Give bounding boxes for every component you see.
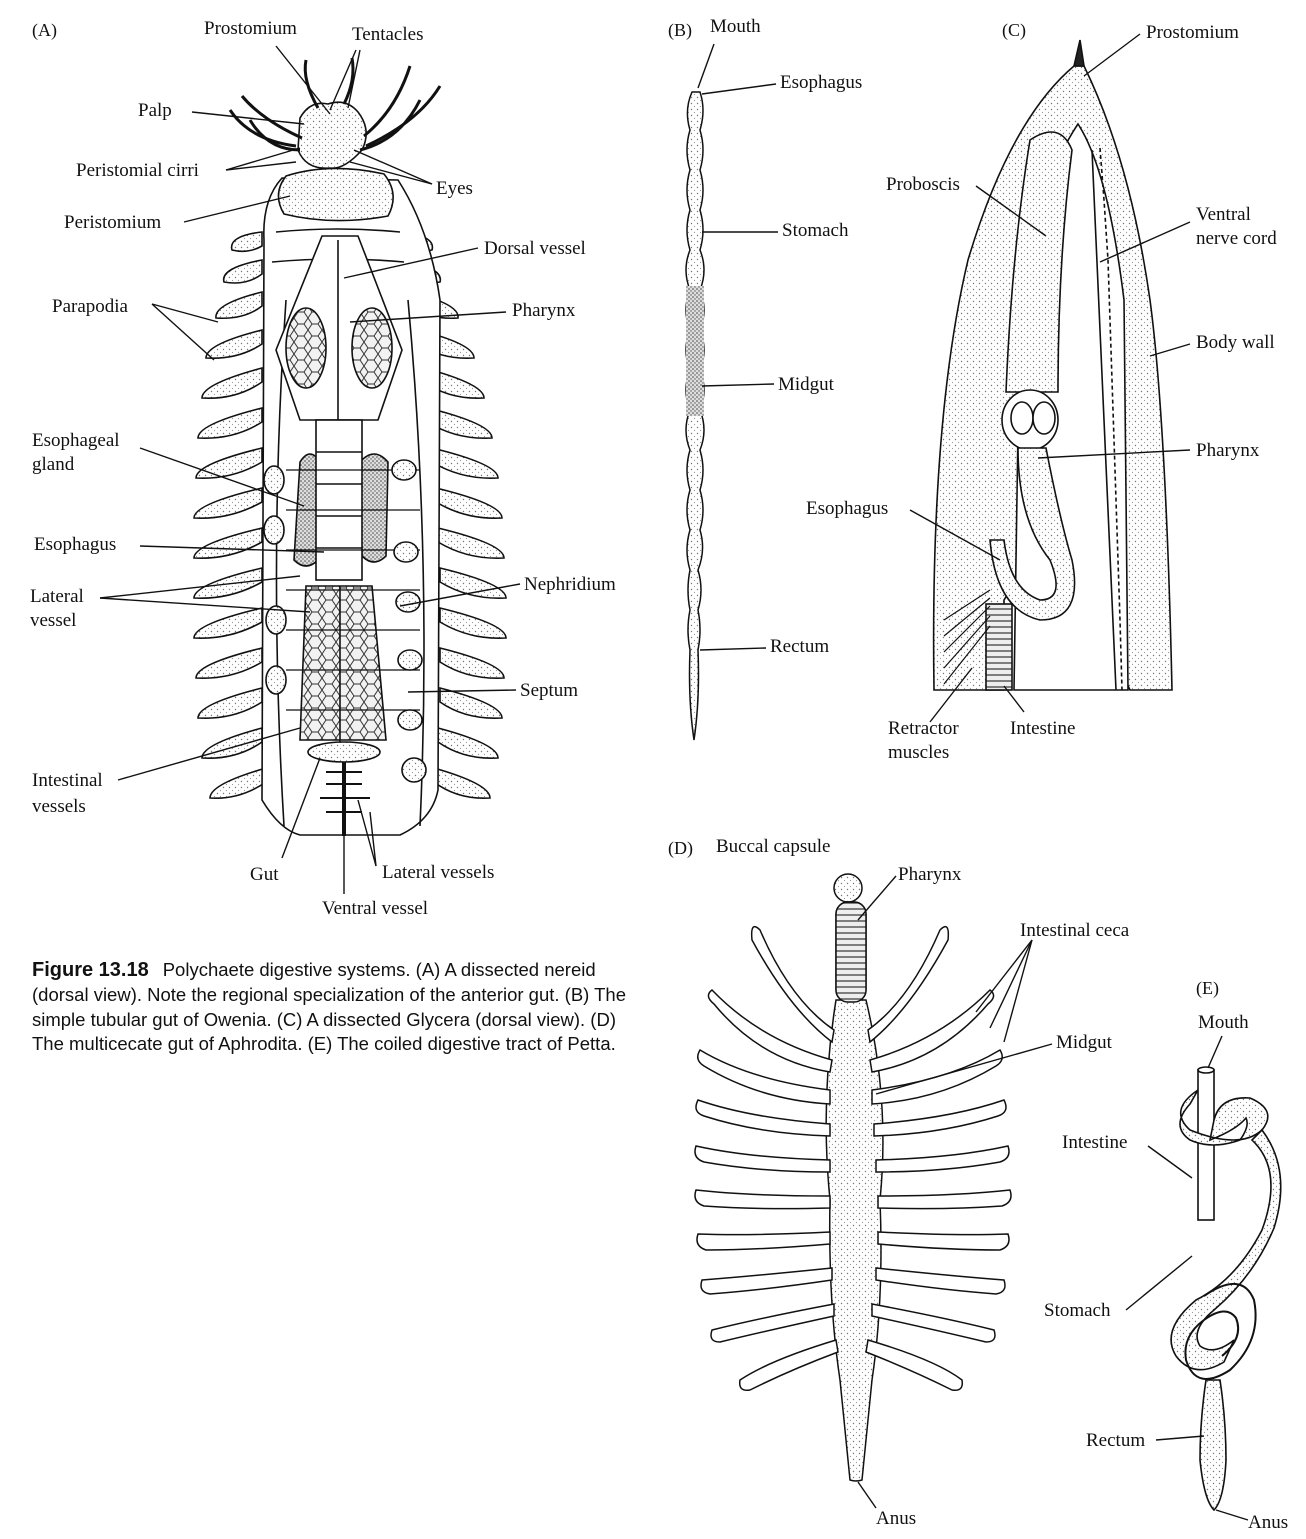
label-a-nephridium: Nephridium <box>524 574 616 596</box>
label-c-pharynx: Pharynx <box>1196 440 1259 462</box>
label-e-stomach: Stomach <box>1044 1300 1111 1322</box>
label-b-mouth: Mouth <box>710 16 761 38</box>
label-c-proboscis: Proboscis <box>886 174 960 196</box>
label-c-ventral-nerve-cord-2: nerve cord <box>1196 228 1277 250</box>
label-a-lateral-vessels: Lateral vessels <box>382 862 494 884</box>
label-a-eyes: Eyes <box>436 178 473 200</box>
panel-a-nereid-drawing <box>194 58 506 836</box>
label-a-intestinal-vessels-1: Intestinal <box>32 770 103 792</box>
panel-d-leader-lines <box>858 876 1052 1508</box>
label-c-prostomium: Prostomium <box>1146 22 1239 44</box>
label-d-buccal-capsule: Buccal capsule <box>716 836 830 858</box>
label-a-pharynx: Pharynx <box>512 300 575 322</box>
panel-c-glycera-drawing <box>934 40 1172 690</box>
label-a-peristomium: Peristomium <box>64 212 161 234</box>
label-c-ventral-nerve-cord-1: Ventral <box>1196 204 1251 226</box>
label-a-lateral-vessel-1: Lateral <box>30 586 84 608</box>
label-b-rectum: Rectum <box>770 636 829 658</box>
panel-e-petta-drawing <box>1171 1067 1281 1510</box>
label-a-ventral-vessel: Ventral vessel <box>322 898 428 920</box>
label-e-rectum: Rectum <box>1086 1430 1145 1452</box>
panel-b-leader-lines <box>698 44 778 650</box>
panel-d-aphrodita-drawing <box>695 874 1011 1481</box>
label-c-intestine: Intestine <box>1010 718 1075 740</box>
label-a-esophagus: Esophagus <box>34 534 116 556</box>
label-c-retractor-muscles-1: Retractor <box>888 718 959 740</box>
label-d-intestinal-ceca: Intestinal ceca <box>1020 920 1129 942</box>
label-c-esophagus: Esophagus <box>806 498 888 520</box>
label-b-esophagus: Esophagus <box>780 72 862 94</box>
label-a-gut: Gut <box>250 864 279 886</box>
label-a-esophageal-gland-2: gland <box>32 454 74 476</box>
figure-number: Figure 13.18 <box>32 959 149 981</box>
label-c-body-wall: Body wall <box>1196 332 1275 354</box>
label-a-palp: Palp <box>138 100 172 122</box>
panel-label-a: (A) <box>32 20 57 41</box>
label-a-tentacles: Tentacles <box>352 24 423 46</box>
label-a-intestinal-vessels-2: vessels <box>32 796 86 818</box>
label-c-retractor-muscles-2: muscles <box>888 742 949 764</box>
label-a-peristomial-cirri: Peristomial cirri <box>76 160 199 182</box>
label-b-stomach: Stomach <box>782 220 849 242</box>
panel-label-d: (D) <box>668 838 693 859</box>
label-d-pharynx: Pharynx <box>898 864 961 886</box>
label-a-septum: Septum <box>520 680 578 702</box>
panel-label-c: (C) <box>1002 20 1026 41</box>
label-a-dorsal-vessel: Dorsal vessel <box>484 238 586 260</box>
label-a-lateral-vessel-2: vessel <box>30 610 76 632</box>
panel-label-b: (B) <box>668 20 692 41</box>
label-b-midgut: Midgut <box>778 374 834 396</box>
panel-label-e: (E) <box>1196 978 1219 999</box>
label-e-mouth: Mouth <box>1198 1012 1249 1034</box>
label-e-intestine: Intestine <box>1062 1132 1127 1154</box>
label-a-esophageal-gland-1: Esophageal <box>32 430 120 452</box>
label-d-anus: Anus <box>876 1508 916 1530</box>
label-a-parapodia: Parapodia <box>52 296 128 318</box>
label-e-anus: Anus <box>1248 1512 1288 1534</box>
label-d-midgut: Midgut <box>1056 1032 1112 1054</box>
panel-b-owenia-drawing <box>686 92 704 740</box>
label-a-prostomium: Prostomium <box>204 18 297 40</box>
